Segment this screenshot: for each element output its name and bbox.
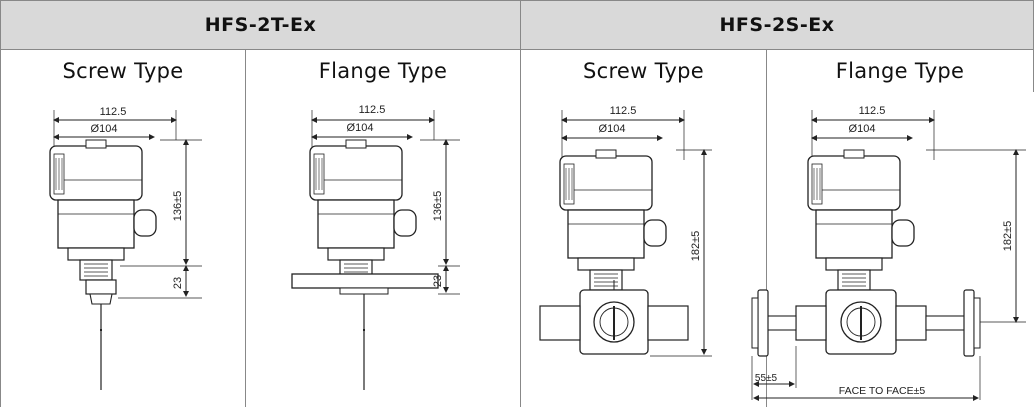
dim-height-2s-screw: 182±5 [690,231,702,262]
dim-diameter-2t-screw: Ø104 [91,123,118,135]
model-header-hfs-2t-ex: HFS-2T-Ex [0,0,521,50]
dim-face-to-face: FACE TO FACE±5 [839,385,926,397]
drawing-2s-screw: 112.5 Ø104 182±5 [539,105,712,357]
dim-pipe-2s-flange: 55±5 [755,373,778,384]
dim-height-2s-flange: 182±5 [1002,221,1014,252]
dim-height-2t-flange: 136±5 [432,191,444,222]
dim-lower-2t-flange: 23 [432,275,444,287]
dim-height-2t-screw: 136±5 [172,191,184,222]
dim-diameter-2s-flange: Ø104 [849,123,876,135]
drawing-2t-flange: 112.5 Ø104 136±5 23 [291,104,460,390]
dim-lower-2t-screw: 23 [172,277,184,289]
dim-diameter-2t-flange: Ø104 [347,122,374,134]
dim-width-2t-flange: 112.5 [359,104,386,116]
type-header-2t-screw: Screw Type [0,49,246,93]
drawing-2t-screw: 112.5 Ø104 136±5 23 [49,106,202,390]
drawing-2s-flange: 112.5 Ø104 182±5 [751,105,1026,401]
drawing-cell-2s-flange [766,92,1034,407]
dim-width-2s-screw: 112.5 [610,105,637,117]
dim-width-2s-flange: 112.5 [859,105,886,117]
dim-diameter-2s-screw: Ø104 [599,123,626,135]
dim-width-2t-screw: 112.5 [100,106,127,118]
